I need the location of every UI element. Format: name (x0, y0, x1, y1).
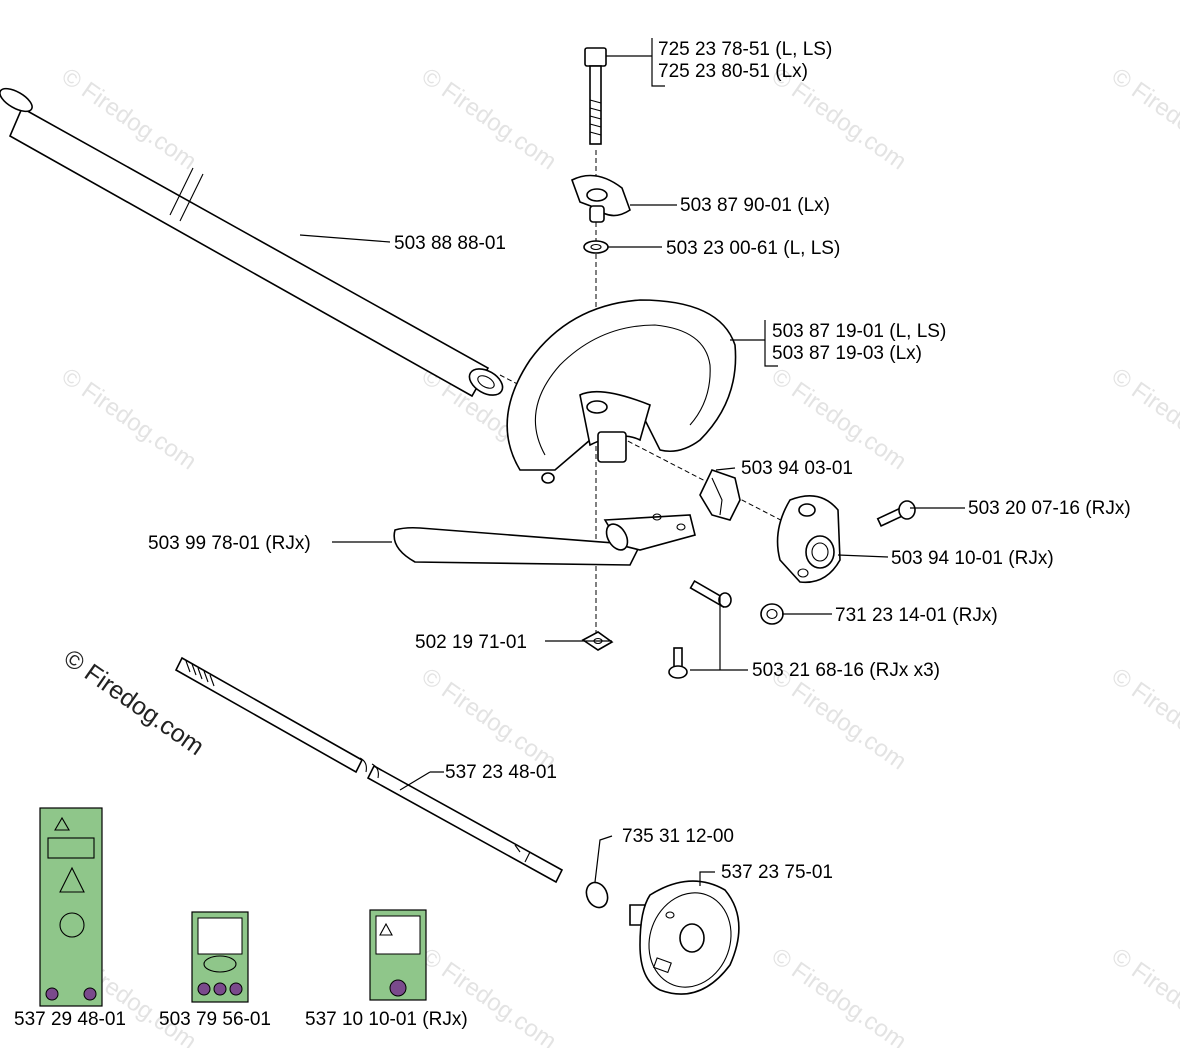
drive-shaft-part (174, 656, 564, 884)
clamp-screw-part (876, 500, 916, 528)
warning-decal-icon (54, 816, 70, 831)
label-nut: 731 23 14-01 (RJx) (835, 605, 998, 626)
clamp-part (699, 469, 741, 521)
label-bolt-b: 725 23 80-51 (Lx) (658, 61, 808, 82)
handle-screw-part (541, 472, 555, 484)
label-clamp-screw: 503 20 07-16 (RJx) (968, 498, 1131, 519)
bottom-screw-part (668, 647, 688, 679)
bolt-part (584, 47, 607, 145)
label-clamp: 503 94 03-01 (741, 458, 853, 479)
watermark: © Firedog.com (417, 63, 562, 176)
leader-lines (299, 38, 965, 886)
label-decal-2: 503 79 56-01 (159, 1009, 271, 1030)
tube-part (0, 87, 504, 398)
watermark: © Firedog.com (417, 943, 562, 1048)
knob-part (571, 174, 631, 223)
watermark: © Firedog.com (1107, 663, 1180, 776)
watermark: © Firedog.com (57, 363, 202, 476)
label-ring: 735 31 12-00 (622, 826, 734, 847)
label-decal-3: 537 10 10-01 (RJx) (305, 1009, 468, 1030)
clutch-drum-part (629, 880, 740, 995)
label-bolt-a: 725 23 78-51 (L, LS) (658, 39, 832, 60)
barrier-part (393, 513, 696, 566)
label-barrier: 503 99 78-01 (RJx) (148, 533, 311, 554)
watermark: © Firedog.com (417, 663, 562, 776)
nut-part (760, 603, 784, 625)
label-washer: 503 23 00-61 (L, LS) (666, 238, 840, 259)
handle-part (506, 299, 737, 471)
label-handle-b: 503 87 19-03 (Lx) (772, 343, 922, 364)
watermark: © Firedog.com (1107, 943, 1180, 1048)
watermark: © Firedog.com (767, 943, 912, 1048)
watermark: © Firedog.com (1107, 63, 1180, 176)
label-decal-1: 537 29 48-01 (14, 1009, 126, 1030)
trimmer-head-decal-icon (197, 917, 243, 955)
label-screws-x3: 503 21 68-16 (RJx x3) (752, 660, 940, 681)
washer-part (583, 240, 609, 254)
decal-2 (191, 911, 249, 1003)
decal-1 (39, 807, 103, 1007)
label-knob: 503 87 90-01 (Lx) (680, 195, 830, 216)
label-drive-shaft: 537 23 48-01 (445, 762, 557, 783)
decal-3 (369, 909, 427, 1001)
label-tube: 503 88 88-01 (394, 233, 506, 254)
ring-part (585, 881, 609, 909)
bracket-part (776, 494, 841, 584)
part-labels: 725 23 78-51 (L, LS) 725 23 80-51 (Lx) 5… (14, 39, 1131, 1030)
watermark: © Firedog.com (1107, 363, 1180, 476)
label-bracket: 503 94 10-01 (RJx) (891, 548, 1054, 569)
label-square-nut: 502 19 71-01 (415, 632, 527, 653)
barrier-screw-part (689, 579, 732, 609)
label-handle-a: 503 87 19-01 (L, LS) (772, 321, 946, 342)
label-clutch-drum: 537 23 75-01 (721, 862, 833, 883)
